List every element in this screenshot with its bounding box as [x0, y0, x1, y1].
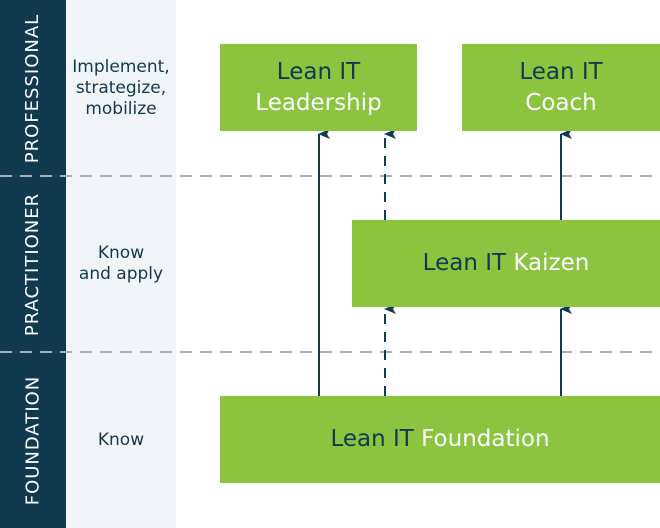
box-lean-it-kaizen: Lean IT Kaizen	[352, 220, 660, 307]
description-column	[66, 0, 176, 528]
box-prefix: Lean IT	[519, 58, 603, 85]
box-prefix: Lean IT	[276, 58, 361, 85]
box-prefix: Lean IT	[422, 250, 507, 276]
level-description-foundation: Know	[66, 396, 176, 484]
level-band	[0, 0, 66, 528]
box-lean-it-coach: Lean IT Coach	[462, 44, 660, 131]
box-name: Foundation	[421, 426, 550, 452]
level-description-practitioner: Know and apply	[66, 220, 176, 308]
box-name: Coach	[525, 89, 597, 116]
box-lean-it-leadership: Lean IT Leadership	[220, 44, 417, 131]
description-text: Implement, strategize, mobilize	[72, 56, 170, 119]
description-text: Know	[97, 429, 145, 450]
box-name: Kaizen	[513, 250, 590, 276]
box-name: Leadership	[255, 89, 382, 116]
description-text: Know and apply	[78, 243, 164, 284]
level-description-professional: Implement, strategize, mobilize	[66, 40, 176, 136]
box-prefix: Lean IT	[330, 426, 414, 452]
box-lean-it-foundation: Lean IT Foundation	[220, 396, 660, 483]
